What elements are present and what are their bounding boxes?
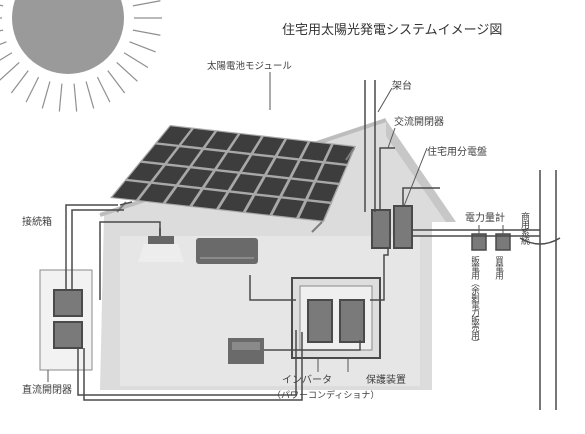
label-meter: 電力量計 — [465, 213, 505, 224]
solar-cell — [217, 152, 250, 172]
sun-ray — [58, 83, 63, 112]
solar-cell — [219, 192, 253, 212]
solar-cell — [167, 147, 202, 166]
solar-cell — [256, 176, 288, 196]
solar-cell — [308, 182, 339, 202]
label-inverter: インバータ — [282, 375, 332, 386]
wiring — [65, 80, 540, 401]
label-junction-box: 接続箱 — [22, 217, 52, 228]
solar-cell — [179, 168, 213, 188]
sun-ray — [129, 41, 156, 53]
solar-cell — [277, 139, 308, 159]
solar-cell — [299, 201, 330, 221]
sun-ray — [0, 41, 7, 45]
solar-cell — [192, 149, 226, 169]
sun-ray — [132, 29, 161, 36]
junction-box — [39, 269, 93, 371]
solar-cell — [153, 165, 188, 185]
air-conditioner — [196, 238, 258, 264]
solar-cell — [282, 179, 313, 199]
solar-cell — [230, 174, 263, 193]
sun-ray — [0, 52, 13, 61]
sun-ray — [132, 0, 161, 7]
solar-cell — [112, 181, 149, 200]
label-buy-meter: 買電用 — [493, 256, 504, 279]
solar-cell — [317, 163, 347, 183]
sun-ray — [123, 52, 149, 68]
sun-ray — [0, 62, 20, 81]
solar-module-array — [110, 125, 356, 233]
solar-cell — [142, 144, 177, 164]
inverter-unit — [291, 277, 381, 359]
label-module: 太陽電池モジュール — [207, 61, 292, 72]
solar-cell — [253, 136, 285, 156]
ceiling-lamp — [138, 228, 184, 262]
sun-ray — [116, 62, 138, 82]
label-panelboard: 住宅用分電盤 — [427, 147, 487, 158]
sun-ray — [25, 76, 40, 103]
sun-ray — [96, 76, 111, 103]
label-mount: 架台 — [392, 81, 412, 92]
appliance — [228, 338, 264, 364]
solar-cell — [181, 128, 215, 148]
label-sell-meter: 販電用（余剰電力販売用） — [469, 256, 480, 346]
sun-ray — [85, 81, 95, 109]
solar-cell — [192, 189, 227, 209]
solar-cell — [165, 186, 201, 206]
label-ac-switch: 交流開閉器 — [394, 117, 444, 128]
label-grid: 商用系統 — [519, 212, 529, 244]
solar-cell — [267, 158, 298, 178]
diagram-title: 住宅用太陽光発電システムイメージ図 — [282, 23, 503, 38]
label-protection: 保護装置 — [366, 375, 406, 386]
solar-cell — [301, 142, 331, 161]
sun-icon — [0, 0, 162, 112]
solar-cell — [204, 171, 238, 191]
solar-cell — [292, 160, 322, 180]
sun-ray — [10, 70, 29, 94]
label-pcs: （パワーコンディショナ） — [272, 391, 380, 401]
solar-cell — [205, 131, 238, 151]
solar-cell — [245, 195, 279, 215]
solar-cell — [229, 134, 261, 153]
sun-ray — [107, 70, 126, 94]
leader-lines — [47, 72, 504, 382]
solar-cell — [272, 198, 305, 218]
solar-cell — [157, 126, 192, 145]
solar-cell — [139, 183, 175, 203]
solar-cell — [127, 162, 163, 182]
solar-cell — [242, 155, 274, 175]
sun-ray — [0, 29, 4, 32]
sun-ray — [0, 4, 4, 7]
sun-ray — [73, 83, 78, 112]
power-meters — [471, 233, 511, 251]
label-dc-switch: 直流開閉器 — [22, 385, 72, 396]
sun-ray — [41, 81, 51, 109]
utility-pole — [519, 170, 561, 410]
